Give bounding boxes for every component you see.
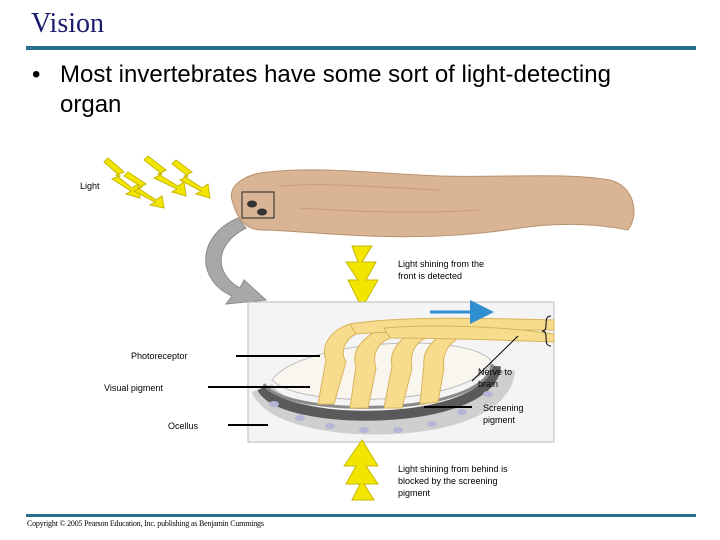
label-ocellus: Ocellus	[168, 421, 199, 431]
light-bolts-icon	[103, 155, 211, 209]
label-nerve-to-brain: Nerve to brain	[478, 367, 513, 389]
light-front-bolt-icon	[345, 245, 379, 310]
bullet-marker: •	[32, 61, 41, 88]
title-underline	[26, 46, 696, 50]
label-screening-pigment: Screening pigment	[483, 403, 524, 425]
label-visual-pigment: Visual pigment	[104, 383, 163, 393]
flatworm-illustration	[230, 169, 635, 238]
bullet-text: Most invertebrates have some sort of lig…	[60, 61, 611, 118]
label-light: Light	[80, 181, 100, 191]
zoom-arrow-icon	[205, 217, 268, 305]
label-light-front: Light shining from the front is detected	[398, 259, 485, 281]
copyright-notice: Copyright © 2005 Pearson Education, Inc.…	[27, 519, 264, 528]
label-photoreceptor: Photoreceptor	[131, 351, 188, 361]
label-light-behind: Light shining from behind is blocked by …	[398, 464, 508, 498]
slide-title: Vision	[31, 8, 104, 39]
ocellus-cross-section	[247, 300, 555, 443]
leader-lines	[208, 355, 472, 426]
light-behind-bolt-icon	[343, 439, 379, 501]
footer-rule	[26, 514, 696, 517]
